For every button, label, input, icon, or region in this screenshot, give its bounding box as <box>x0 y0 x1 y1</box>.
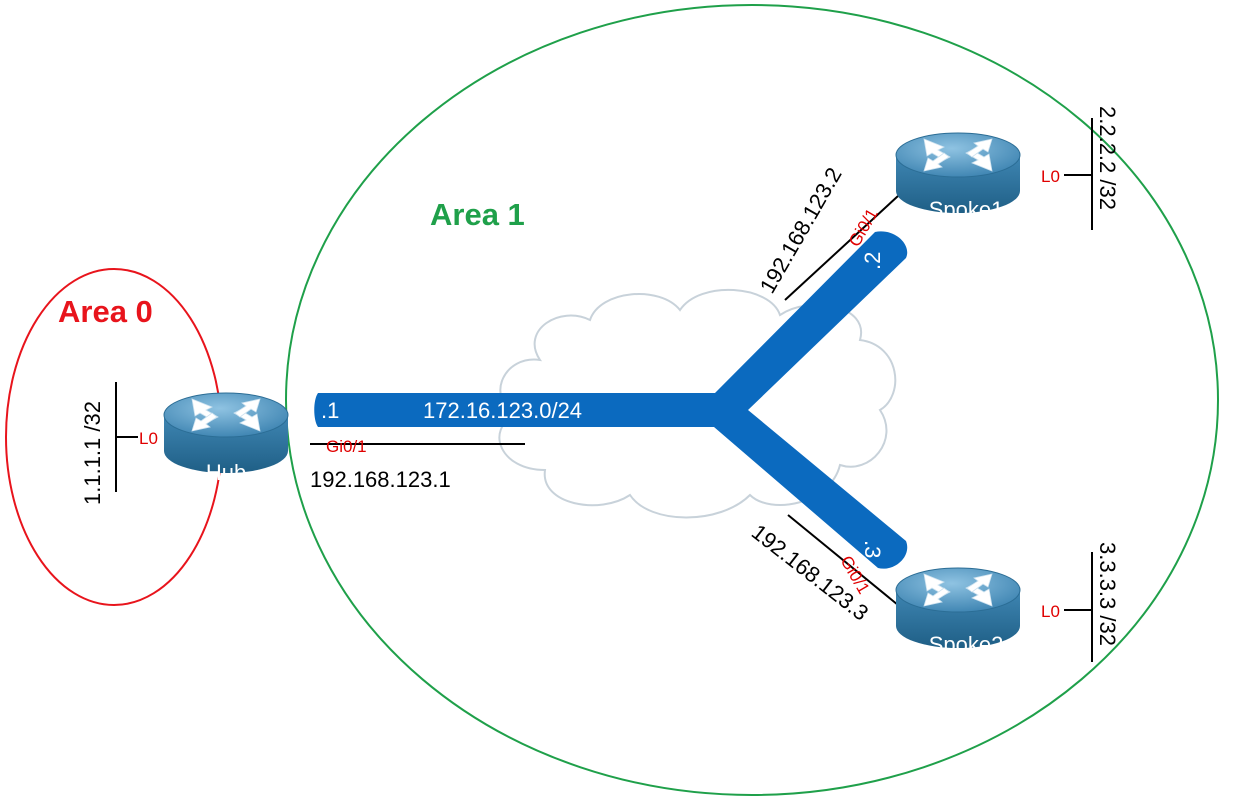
spoke1-name: Spoke1 <box>929 197 1004 222</box>
hub-interface: Gi0/1 <box>326 437 367 456</box>
area-1-label: Area 1 <box>430 197 525 232</box>
hub-name: Hub <box>206 460 246 485</box>
hub-router[interactable]: Hub <box>163 392 289 485</box>
subnet-shape <box>314 231 908 569</box>
spoke1-loopback-label: L0 <box>1041 167 1060 186</box>
spoke2-loopback-ip: 3.3.3.3 /32 <box>1095 542 1120 646</box>
hub-host-id: .1 <box>321 398 339 423</box>
hub-loopback-label: L0 <box>139 429 158 448</box>
spoke2-host-id: .3 <box>860 540 885 558</box>
spoke2-router[interactable]: Spoke2 <box>895 567 1021 657</box>
spoke2-link-line <box>787 514 899 606</box>
spoke2-name: Spoke2 <box>929 632 1004 657</box>
area-0-label: Area 0 <box>58 294 153 329</box>
spoke1-host-id: .2 <box>860 252 885 270</box>
hub-ip: 192.168.123.1 <box>310 467 451 492</box>
spoke1-router[interactable]: Spoke1 <box>895 132 1021 222</box>
spoke2-loopback-label: L0 <box>1041 602 1060 621</box>
hub-loopback-ip: 1.1.1.1 /32 <box>80 401 105 505</box>
spoke1-loopback-ip: 2.2.2.2 /32 <box>1095 106 1120 210</box>
area-1-boundary <box>285 4 1219 796</box>
subnet-label: 172.16.123.0/24 <box>423 398 582 423</box>
spoke1-link-line <box>784 195 899 301</box>
